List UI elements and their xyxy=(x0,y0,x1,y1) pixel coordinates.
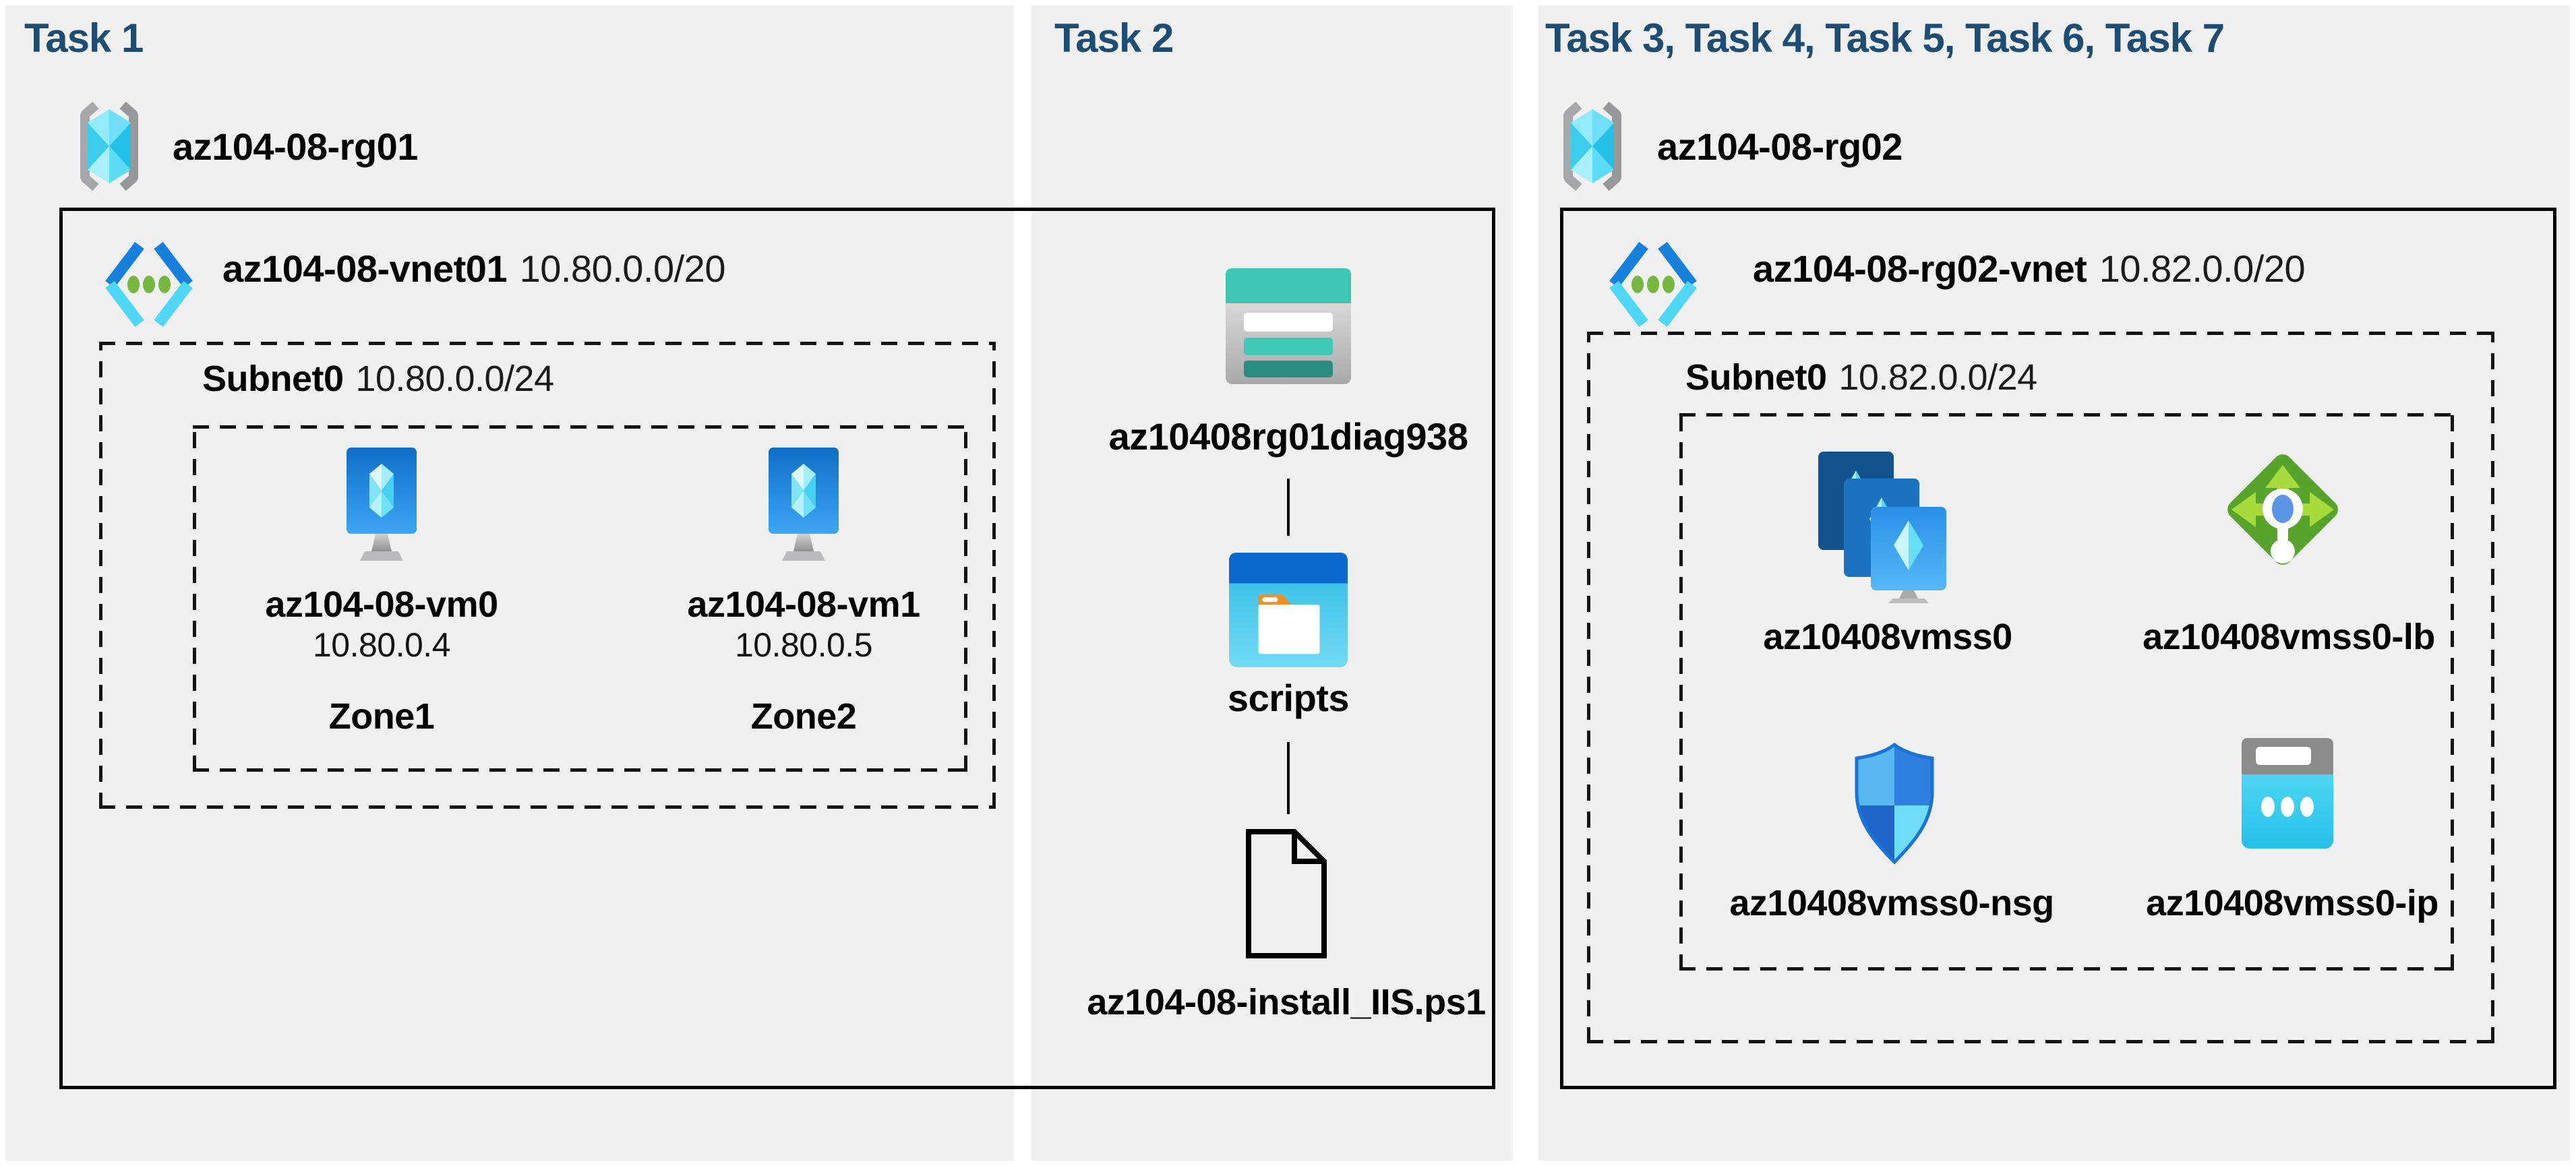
nsg-name: az10408vmss0-nsg xyxy=(1729,883,2054,923)
vm1-zone: Zone2 xyxy=(750,696,857,737)
blob-container-icon xyxy=(1228,553,1348,667)
vnet1-name: az104-08-vnet01 xyxy=(222,247,508,290)
connector-storage-scripts xyxy=(1287,479,1290,536)
script-file-name: az104-08-install_IIS.ps1 xyxy=(1087,982,1486,1022)
subnet2-label: Subnet0 10.82.0.0/24 xyxy=(1685,357,2037,398)
task3-header: Task 3, Task 4, Task 5, Task 6, Task 7 xyxy=(1545,16,2225,61)
subnet1-name: Subnet0 xyxy=(202,359,344,399)
rg1-name: az104-08-rg01 xyxy=(173,125,418,168)
task2-header: Task 2 xyxy=(1054,16,1174,61)
storage-account-name: az10408rg01diag938 xyxy=(1108,415,1468,458)
virtual-machine-icon xyxy=(756,448,851,563)
virtual-network-icon xyxy=(99,240,199,330)
vm1-name: az104-08-vm1 xyxy=(687,584,920,625)
vnet1-cidr: 10.80.0.0/20 xyxy=(519,247,726,290)
virtual-machine-icon xyxy=(334,448,429,563)
lb-name: az10408vmss0-lb xyxy=(2143,617,2435,657)
task1-header: Task 1 xyxy=(24,16,144,61)
load-balancer-icon xyxy=(2222,443,2343,583)
vm0-name: az104-08-vm0 xyxy=(265,584,498,625)
resource-group-icon xyxy=(1551,98,1634,194)
subnet1-label: Subnet0 10.80.0.0/24 xyxy=(202,358,554,400)
rg2-name: az104-08-rg02 xyxy=(1657,125,1903,168)
script-file-icon xyxy=(1245,828,1328,960)
virtual-network-icon xyxy=(1603,240,1703,330)
vmss-name: az10408vmss0 xyxy=(1763,617,2012,657)
storage-account-icon xyxy=(1226,268,1351,384)
connector-scripts-file xyxy=(1287,742,1290,814)
network-security-group-icon xyxy=(1851,741,1938,866)
vm-scale-set-icon xyxy=(1818,452,1950,603)
vnet1-box xyxy=(59,208,1495,1089)
subnet1-cidr: 10.80.0.0/24 xyxy=(355,359,554,399)
subnet2-name: Subnet0 xyxy=(1685,357,1827,398)
public-ip-icon xyxy=(2237,738,2338,853)
vnet2-label: az104-08-rg02-vnet 10.82.0.0/20 xyxy=(1753,247,2306,290)
vnet2-box xyxy=(1560,208,2556,1089)
container-name: scripts xyxy=(1227,677,1350,719)
vnet1-label: az104-08-vnet01 10.80.0.0/20 xyxy=(222,248,725,290)
subnet2-cidr: 10.82.0.0/24 xyxy=(1838,357,2037,398)
vm1-ip: 10.80.0.5 xyxy=(734,626,873,664)
resource-group-icon xyxy=(67,98,151,194)
vm0-ip: 10.80.0.4 xyxy=(312,626,451,664)
public-ip-name: az10408vmss0-ip xyxy=(2146,883,2438,923)
vm0-zone: Zone1 xyxy=(328,696,435,737)
vnet2-name: az104-08-rg02-vnet xyxy=(1753,247,2087,290)
vnet2-cidr: 10.82.0.0/20 xyxy=(2099,247,2306,290)
